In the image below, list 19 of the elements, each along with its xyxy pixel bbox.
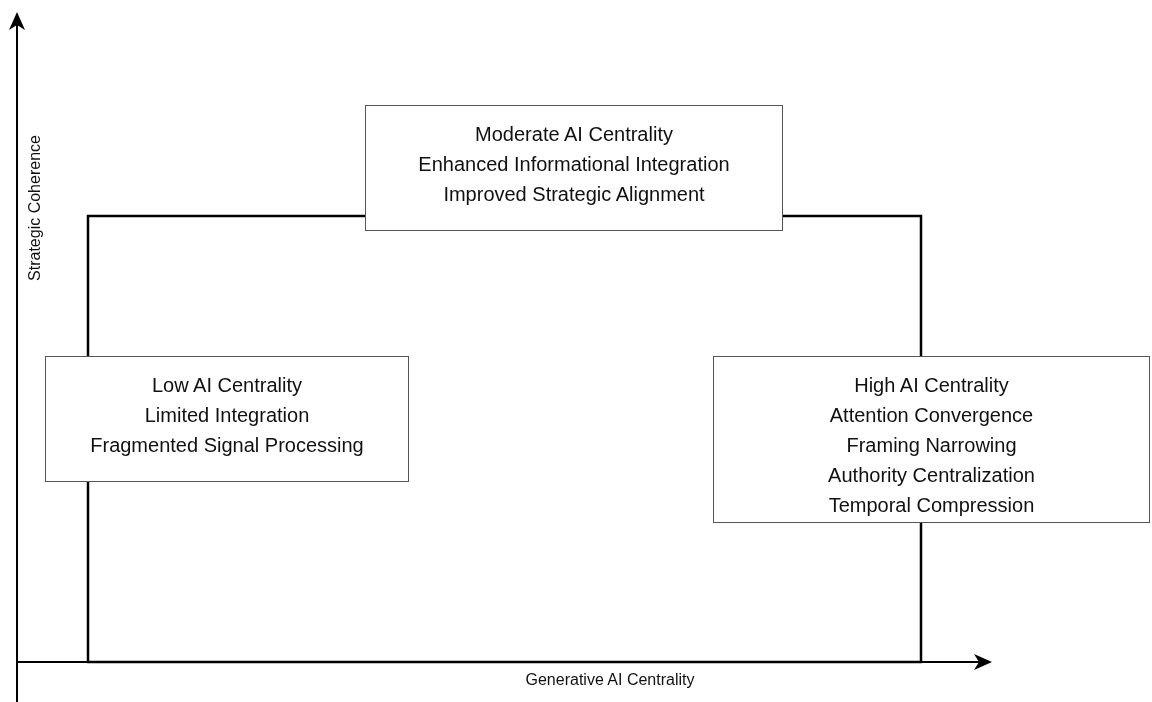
stage-text: Attention Convergence bbox=[829, 403, 1034, 428]
stage-text: Temporal Compression bbox=[828, 493, 1035, 518]
stage-text: Framing Narrowing bbox=[846, 433, 1017, 458]
stage-text: Fragmented Signal Processing bbox=[90, 433, 364, 458]
stage-text: High AI Centrality bbox=[854, 373, 1009, 398]
stage-box bbox=[45, 356, 409, 482]
stage-text: Authority Centralization bbox=[828, 463, 1035, 488]
stage-box bbox=[713, 356, 1150, 523]
stage-box bbox=[365, 105, 783, 231]
axis-label: Strategic Coherence bbox=[26, 135, 44, 281]
stage-text: Enhanced Informational Integration bbox=[418, 152, 730, 177]
stage-text: Limited Integration bbox=[144, 403, 310, 428]
stage-text: Improved Strategic Alignment bbox=[443, 182, 705, 207]
stage-text: Moderate AI Centrality bbox=[475, 122, 673, 147]
stage-text: Low AI Centrality bbox=[151, 373, 303, 398]
curve-line bbox=[86, 214, 365, 356]
curve-line bbox=[783, 214, 923, 356]
curve-line bbox=[86, 482, 923, 664]
axis-label: Generative AI Centrality bbox=[525, 671, 695, 689]
